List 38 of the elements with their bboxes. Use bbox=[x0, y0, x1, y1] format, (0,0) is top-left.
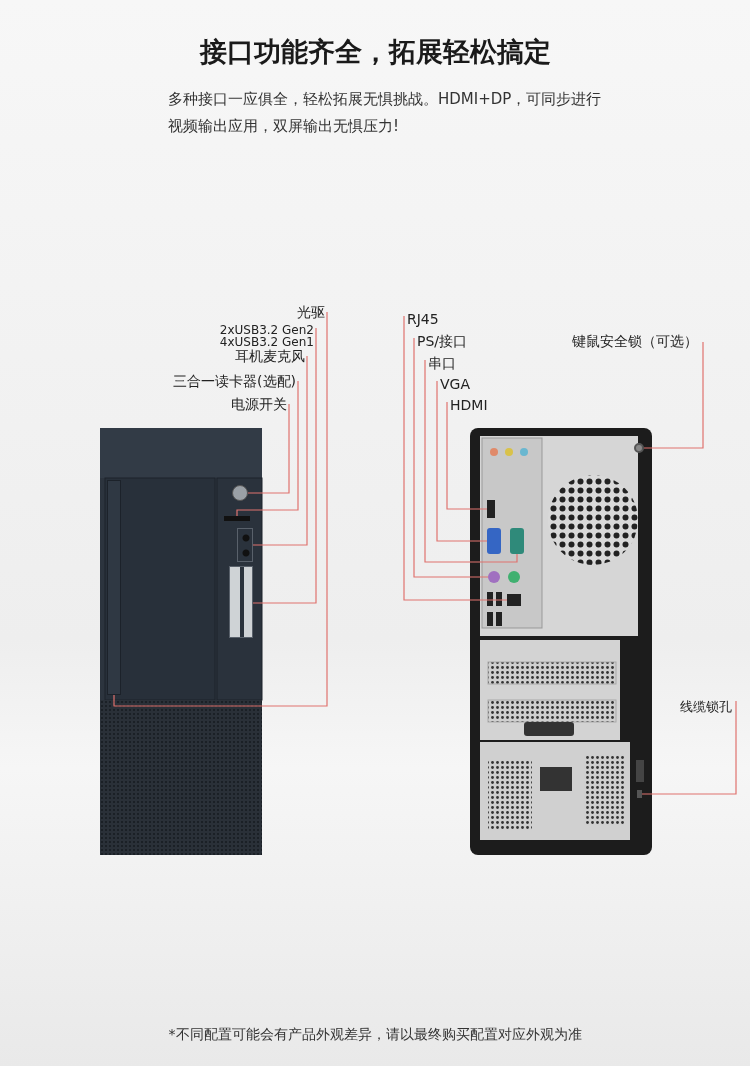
callout-label: PS/接口 bbox=[417, 333, 468, 351]
callout-label: 电源开关 bbox=[231, 396, 287, 414]
callout-label: 4xUSB3.2 Gen1 bbox=[219, 336, 314, 348]
callout-label: 光驱 bbox=[297, 304, 325, 322]
callout-label: 三合一读卡器(选配) bbox=[173, 373, 296, 391]
vga-port bbox=[487, 528, 501, 554]
heading: 接口功能齐全，拓展轻松搞定 bbox=[198, 35, 552, 69]
card-reader-slot bbox=[224, 516, 250, 521]
rj45-port bbox=[507, 594, 521, 606]
leader-line bbox=[252, 327, 317, 604]
intro-paragraph: 多种接口一应俱全，轻松拓展无惧挑战。HDMI+DP，可同步进行视频输出应用，双屏输出无惧压力! bbox=[168, 89, 603, 137]
audio-jacks bbox=[237, 528, 253, 562]
leader-line bbox=[113, 311, 328, 707]
leader-line bbox=[446, 401, 488, 510]
leader-line bbox=[424, 359, 518, 563]
leader-line bbox=[413, 337, 489, 578]
callout-label: 线缆锁孔 bbox=[680, 698, 732, 716]
leader-line bbox=[247, 403, 290, 494]
optical-drive-slot bbox=[107, 480, 121, 695]
serial-port bbox=[510, 528, 524, 554]
usb-ports bbox=[229, 566, 253, 638]
leader-line bbox=[643, 341, 704, 449]
callout-label: 耳机麦克风 bbox=[235, 348, 305, 366]
leader-line bbox=[436, 380, 488, 542]
leader-line bbox=[403, 315, 508, 601]
callout-label: VGA bbox=[440, 376, 470, 392]
lock-loop bbox=[634, 443, 644, 453]
leader-line bbox=[236, 380, 299, 517]
callout-label: 2xUSB3.2 Gen2 bbox=[219, 324, 314, 336]
hdmi-port bbox=[487, 500, 495, 518]
lock-slot bbox=[637, 790, 642, 798]
leader-line bbox=[641, 700, 737, 795]
callout-label: HDMI bbox=[450, 397, 488, 413]
leader-line bbox=[252, 355, 308, 546]
callout-label: RJ45 bbox=[407, 311, 439, 327]
callout-label: 串口 bbox=[428, 355, 456, 373]
footnote: *不同配置可能会有产品外观差异，请以最终购买配置对应外观为准 bbox=[167, 1026, 583, 1044]
callout-label: 键鼠安全锁（可选） bbox=[572, 333, 698, 351]
